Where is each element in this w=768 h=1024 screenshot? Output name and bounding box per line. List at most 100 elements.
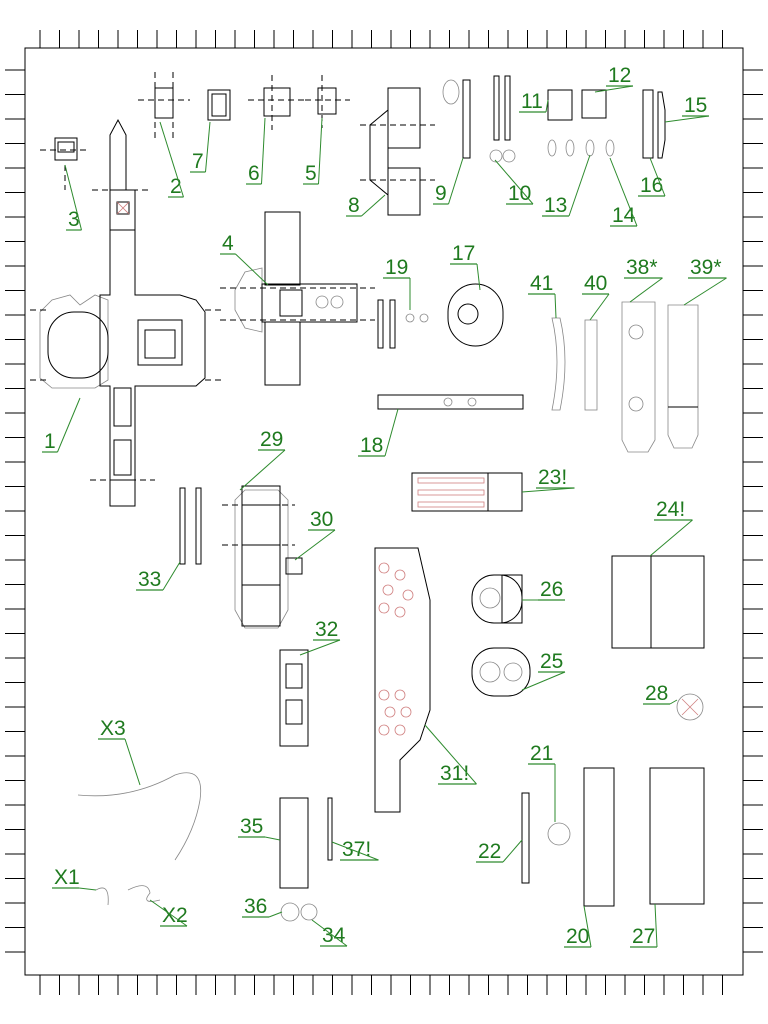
callout-p6: 6: [246, 117, 266, 185]
label-p26: 26: [540, 578, 563, 601]
part-26-link: [471, 574, 523, 624]
label-p16: 16: [640, 174, 663, 197]
part-10-strips: [489, 75, 516, 163]
part-25-link: [471, 647, 531, 697]
label-p4: 4: [222, 232, 234, 255]
callout-p14: 14: [609, 157, 638, 227]
part-7-box: [207, 89, 231, 121]
callout-p38: 38*: [624, 256, 663, 303]
label-p37: 37!: [342, 838, 371, 861]
callout-p26: 26: [522, 578, 565, 601]
part-27-sheet: [649, 767, 705, 905]
callout-x1: X1: [52, 866, 97, 891]
callout-p9: 9: [433, 157, 464, 205]
label-x1: X1: [54, 866, 80, 889]
callout-p35: 35: [238, 815, 281, 841]
label-p21: 21: [530, 742, 553, 765]
part-8-net: [360, 87, 435, 216]
callout-p39: 39*: [683, 256, 727, 306]
part-4-net: [220, 211, 375, 386]
part-38-plate: [621, 301, 656, 453]
label-p8: 8: [348, 194, 360, 217]
label-p23: 23!: [538, 466, 567, 489]
callout-p36: 36: [242, 895, 283, 918]
callout-x2: X2: [149, 899, 188, 927]
callout-p4: 4: [220, 232, 269, 286]
part-x3-cable: [77, 772, 202, 861]
part-18-bar: [377, 394, 524, 410]
part-40-41-strips: [551, 317, 598, 411]
callout-p17: 17: [450, 242, 481, 291]
label-p35: 35: [240, 815, 263, 838]
label-p12: 12: [608, 64, 631, 87]
callout-p15: 15: [664, 94, 710, 123]
label-p14: 14: [612, 204, 636, 227]
label-p10: 10: [508, 182, 531, 205]
callout-p21: 21: [528, 742, 556, 822]
callout-p2: 2: [159, 121, 184, 198]
part-32-bracket: [279, 649, 309, 747]
part-2-box: [138, 72, 190, 140]
callout-p41: 41: [528, 272, 557, 319]
callout-p5: 5: [303, 117, 323, 185]
part-22-strip: [521, 792, 530, 884]
callout-x3: X3: [98, 717, 141, 786]
part-3-box: [40, 137, 90, 190]
label-p17: 17: [452, 242, 475, 265]
callout-p16: 16: [638, 157, 666, 197]
label-p5: 5: [305, 162, 317, 185]
label-p22: 22: [478, 840, 501, 863]
callout-p7: 7: [190, 121, 211, 173]
callout-p28: 28: [643, 682, 678, 705]
label-p36: 36: [244, 895, 267, 918]
callout-p27: 27: [630, 903, 658, 948]
ruler-ticks: [5, 30, 763, 995]
sheet-border: [24, 47, 744, 976]
callout-p29: 29: [239, 428, 286, 491]
callout-p8: 8: [346, 194, 386, 217]
part-28-disc: [676, 693, 704, 721]
part-17-ring: [447, 283, 504, 347]
callout-p23: 23!: [521, 466, 575, 493]
callout-p18: 18: [358, 408, 399, 457]
part-15-16: [642, 89, 666, 159]
part-6-box: [248, 75, 305, 130]
label-p24: 24!: [656, 498, 685, 521]
part-36-washer: [280, 902, 300, 922]
part-37-strip: [327, 797, 333, 861]
callout-p34: 34: [311, 919, 348, 947]
label-p29: 29: [260, 428, 283, 451]
label-p15: 15: [684, 94, 707, 117]
label-p7: 7: [192, 150, 204, 173]
label-p1: 1: [44, 430, 56, 453]
part-31-plate: [374, 547, 431, 813]
label-p18: 18: [360, 434, 383, 457]
part-23-plate: [411, 472, 523, 512]
part-30-box: [285, 557, 303, 575]
callout-p12: 12: [594, 64, 634, 93]
callout-p22: 22: [476, 839, 523, 863]
part-x2-wire: [127, 885, 161, 902]
label-p39: 39*: [690, 256, 722, 279]
part-33-pins: [179, 487, 202, 565]
label-p11: 11: [521, 90, 543, 113]
label-p32: 32: [315, 618, 338, 641]
label-p20: 20: [566, 925, 589, 948]
callout-p13: 13: [542, 154, 591, 217]
callout-p30: 30: [294, 508, 336, 561]
part-5-box: [305, 75, 350, 128]
label-p13: 13: [544, 194, 567, 217]
callout-p19: 19: [383, 256, 411, 310]
part-20-sheet: [583, 767, 615, 907]
label-x3: X3: [100, 717, 126, 740]
part-35-bracket: [279, 797, 309, 889]
callout-p3: 3: [64, 164, 82, 231]
callout-p20: 20: [564, 905, 592, 948]
part-29-net: [222, 485, 295, 629]
part-21-washer: [547, 822, 571, 846]
callout-p31: 31!: [424, 724, 477, 785]
label-p9: 9: [435, 182, 447, 205]
label-p40: 40: [584, 272, 607, 295]
